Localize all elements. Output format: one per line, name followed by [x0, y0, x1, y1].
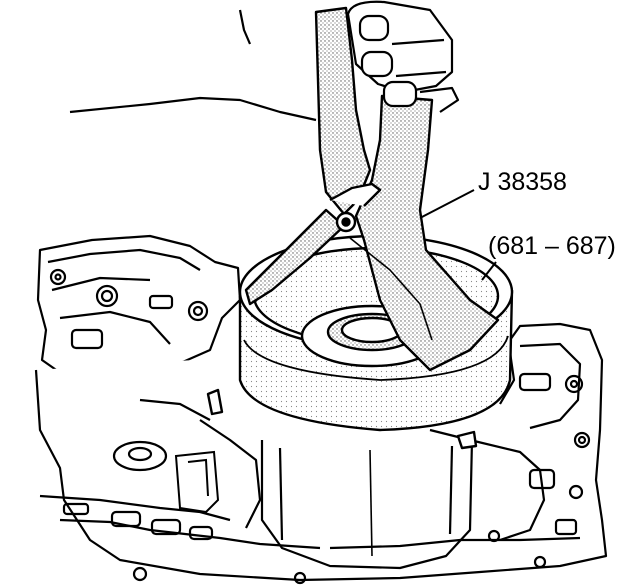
washer — [112, 440, 168, 472]
hand — [69, 0, 460, 122]
leader-lines — [419, 189, 497, 281]
tool-number-label: J 38358 — [478, 168, 567, 196]
leader-parts — [481, 261, 497, 281]
leader-tool — [419, 189, 475, 219]
part-range-label: (681 – 687) — [488, 232, 616, 260]
bracket — [174, 450, 220, 514]
tool-j38358 — [244, 6, 500, 372]
